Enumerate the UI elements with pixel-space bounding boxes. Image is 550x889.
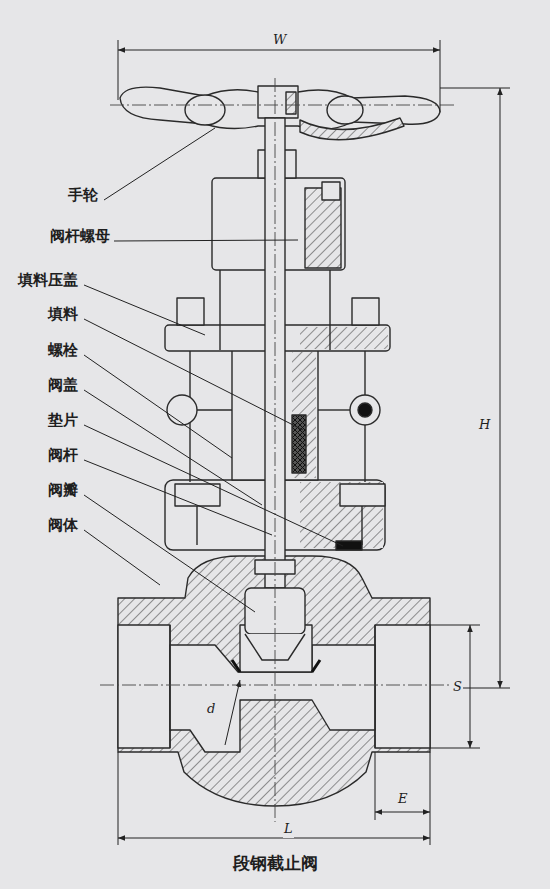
part-name: 阀盖 [48, 376, 78, 394]
part-name: 螺栓 [48, 341, 78, 359]
part-name: 阀体 [48, 516, 78, 534]
dimension-label: H [478, 416, 491, 434]
part-name: 填料压盖 [18, 271, 78, 289]
dimension-label: L [283, 820, 294, 838]
dimension-label: W [272, 31, 287, 49]
caption: 段钢截止阀 [233, 852, 318, 875]
part-name: 阀瓣 [48, 481, 78, 499]
dimension-label: S [452, 678, 463, 696]
part-name: 手轮 [68, 186, 98, 204]
dimension-label: E [397, 790, 409, 808]
part-name: 阀杆螺母 [50, 227, 110, 245]
part-name: 阀杆 [48, 446, 78, 464]
part-name: 填料 [48, 305, 78, 323]
part-name: 垫片 [48, 411, 78, 429]
dimension-label: d [206, 700, 216, 718]
